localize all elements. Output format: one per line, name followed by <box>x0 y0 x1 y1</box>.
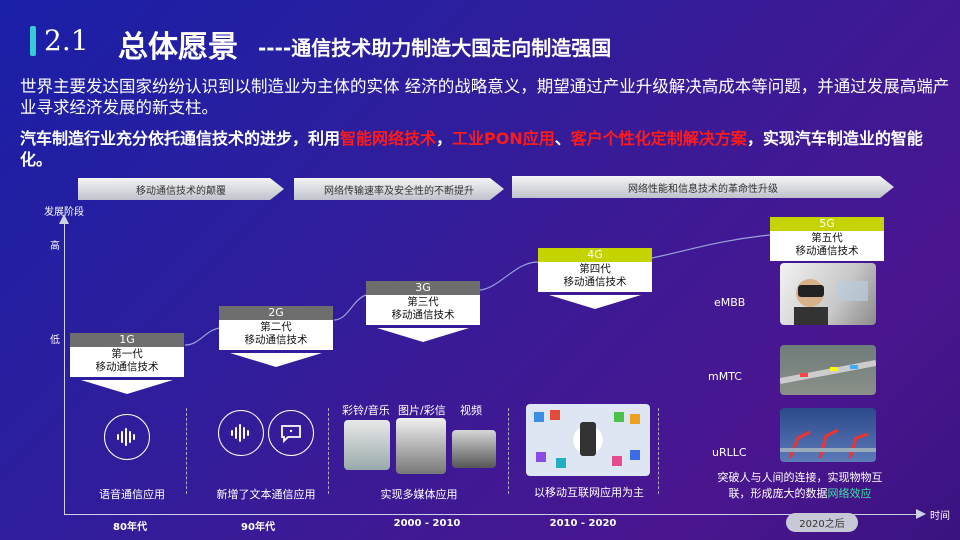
x-axis-title: 时间 <box>930 511 950 522</box>
generation-line2: 移动通信技术 <box>391 309 455 321</box>
era-separator <box>328 408 330 494</box>
key-statement-part: 汽车制造行业充分依托通信技术的进步，利用 <box>20 129 341 148</box>
scenario-urllc: uRLLC <box>712 446 747 459</box>
generation-2g: 2G 第二代移动通信技术 <box>219 306 333 367</box>
phase-arrow-1: 移动通信技术的颠覆 <box>78 178 284 200</box>
generation-line2: 移动通信技术 <box>795 245 859 257</box>
key-statement-part: ，实现汽车制造业的智能化。 <box>20 129 923 169</box>
generation-line1: 第五代 <box>811 232 843 244</box>
generation-tag: 3G <box>366 281 480 295</box>
key-statement: 汽车制造行业充分依托通信技术的进步，利用智能网络技术，工业PON应用、客户个性化… <box>20 128 952 170</box>
era-2010-2020: 2010 - 2020 <box>549 518 617 529</box>
generation-tag: 1G <box>70 333 184 347</box>
y-axis-title: 发展阶段 <box>44 207 84 218</box>
generation-1g: 1G 第一代移动通信技术 <box>70 333 184 394</box>
generation-tag: 4G <box>538 248 652 262</box>
generation-tag: 2G <box>219 306 333 320</box>
era-2000-2010: 2000 - 2010 <box>393 518 461 529</box>
y-axis-low: 低 <box>50 335 60 346</box>
y-axis-line <box>64 222 65 514</box>
page-subtitle: ----通信技术助力制造大国走向制造强国 <box>258 36 612 60</box>
intro-paragraph: 世界主要发达国家纷纷认识到以制造业为主体的实体 经济的战略意义，期望通过产业升级… <box>20 77 950 117</box>
caption-voice: 语音通信应用 <box>99 488 165 501</box>
caption-text: 新增了文本通信应用 <box>216 488 316 501</box>
generation-pointer <box>549 295 641 309</box>
highlight-smart-network: 智能网络技术 <box>340 129 437 148</box>
caption-5g-highlight: 网络效应 <box>827 487 872 500</box>
generation-line2: 移动通信技术 <box>244 334 308 346</box>
video-phone-image <box>452 430 496 468</box>
scenario-mmtc: mMTC <box>708 370 742 383</box>
section-number: 2.1 <box>44 24 89 57</box>
scenario-embb: eMBB <box>714 296 746 309</box>
generation-pointer <box>377 328 469 342</box>
phase-arrow-2: 网络传输速率及安全性的不断提升 <box>294 178 504 200</box>
generation-line1: 第一代 <box>111 348 143 360</box>
voice-wave-icon <box>218 410 264 456</box>
caption-multimedia: 实现多媒体应用 <box>380 488 458 501</box>
y-axis-arrow <box>59 214 69 224</box>
era-separator <box>658 408 660 494</box>
message-icon <box>268 410 314 456</box>
highlight-industrial-pon: 工业PON应用 <box>452 129 555 148</box>
traffic-road-image <box>780 345 876 395</box>
app-icons-image <box>526 404 650 476</box>
title-accent-bar <box>30 26 36 56</box>
era-80s: 80年代 <box>113 522 147 533</box>
caption-5g-text: 突破人与人间的连接，实现物物互联，形成庞大的数据 <box>717 471 883 500</box>
key-statement-part: 、 <box>554 129 571 148</box>
generation-line2: 移动通信技术 <box>563 276 627 288</box>
era-separator <box>186 408 188 494</box>
generation-pointer <box>230 353 322 367</box>
x-axis-line <box>64 514 924 515</box>
generation-line1: 第二代 <box>260 321 292 333</box>
media-label-picture: 图片/彩信 <box>398 404 446 417</box>
key-statement-part: ， <box>436 129 453 148</box>
caption-mobile-internet: 以移动互联网应用为主 <box>534 486 644 499</box>
highlight-customization: 客户个性化定制解决方案 <box>570 129 747 148</box>
generation-5g: 5G 第五代移动通信技术 <box>770 217 884 261</box>
generation-line1: 第三代 <box>407 296 439 308</box>
generation-line1: 第四代 <box>579 263 611 275</box>
era-2020-after: 2020之后 <box>786 513 858 532</box>
voice-wave-icon <box>104 414 150 460</box>
caption-5g: 突破人与人间的连接，实现物物互联，形成庞大的数据网络效应 <box>708 470 892 502</box>
media-label-video: 视频 <box>460 404 482 417</box>
era-separator <box>508 408 510 494</box>
x-axis-arrow <box>916 509 926 519</box>
generation-3g: 3G 第三代移动通信技术 <box>366 281 480 342</box>
generation-tag: 5G <box>770 217 884 231</box>
music-phone-image <box>344 420 390 470</box>
generation-4g: 4G 第四代移动通信技术 <box>538 248 652 309</box>
robot-factory-image <box>780 408 876 462</box>
vr-headset-image <box>780 263 876 325</box>
y-axis-high: 高 <box>50 241 60 252</box>
generation-line2: 移动通信技术 <box>95 361 159 373</box>
phase-arrow-3: 网络性能和信息技术的革命性升级 <box>512 176 894 198</box>
media-label-ringtone: 彩铃/音乐 <box>342 404 390 417</box>
generation-pointer <box>81 380 173 394</box>
page-title: 总体愿景 <box>118 30 238 65</box>
era-90s: 90年代 <box>241 522 275 533</box>
camera-phone-image <box>396 418 446 474</box>
